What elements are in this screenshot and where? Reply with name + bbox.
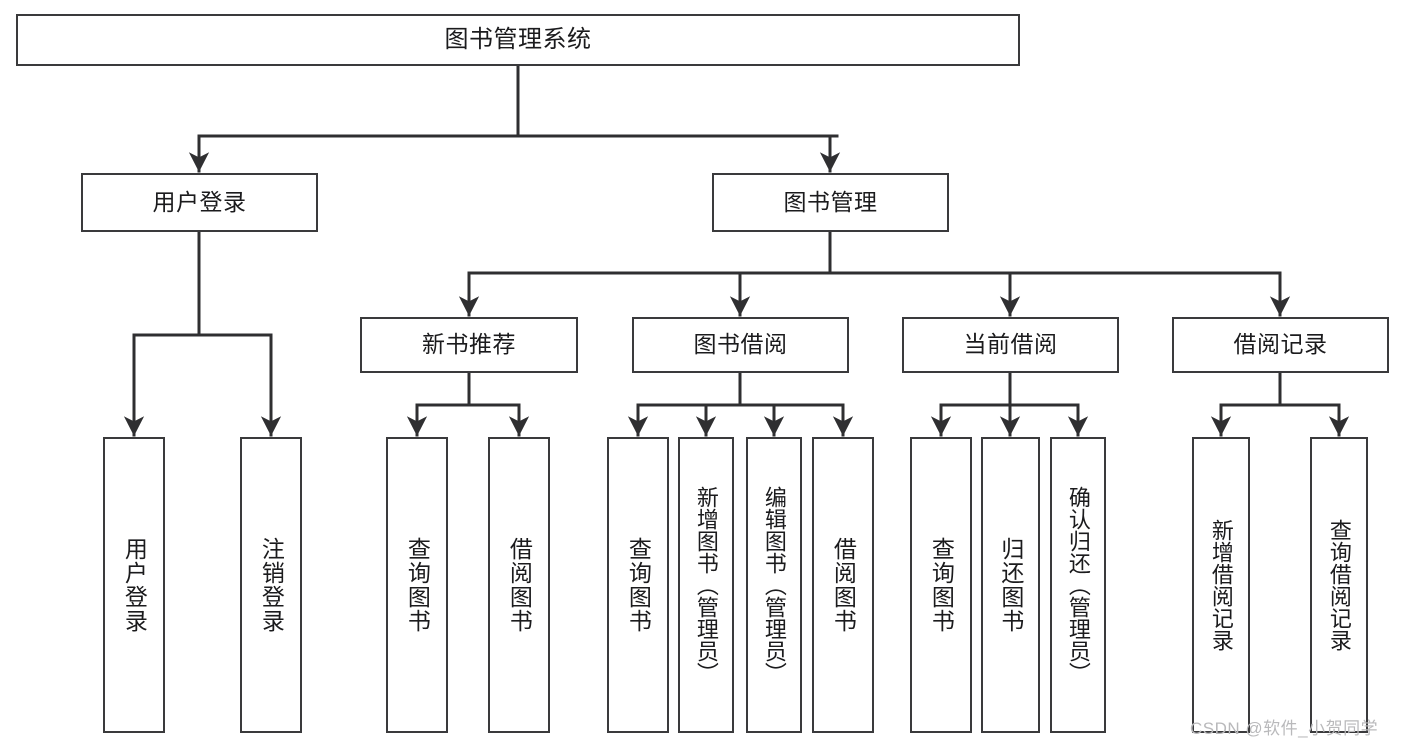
node-leaf-query-book-2-label: 查询图书 (625, 537, 652, 633)
node-borrow-record-label: 借阅记录 (1233, 331, 1328, 358)
node-leaf-add-book[interactable]: 新增图书（管理员） (678, 437, 734, 733)
node-leaf-return-book-label: 归还图书 (997, 537, 1024, 633)
node-root-system[interactable]: 图书管理系统 (16, 14, 1020, 66)
node-book-borrow[interactable]: 图书借阅 (632, 317, 849, 373)
node-leaf-query-book-1-label: 查询图书 (404, 537, 431, 633)
node-leaf-add-record-label: 新增借阅记录 (1208, 519, 1234, 651)
node-leaf-borrow-book-2[interactable]: 借阅图书 (812, 437, 874, 733)
node-leaf-borrow-book-2-label: 借阅图书 (830, 537, 857, 633)
node-borrow-record[interactable]: 借阅记录 (1172, 317, 1389, 373)
node-leaf-query-book-1[interactable]: 查询图书 (386, 437, 448, 733)
node-leaf-query-book-3[interactable]: 查询图书 (910, 437, 972, 733)
node-user-login[interactable]: 用户登录 (81, 173, 318, 232)
node-leaf-borrow-book-1-label: 借阅图书 (506, 537, 533, 633)
node-leaf-add-book-label: 新增图书（管理员） (693, 486, 719, 684)
node-leaf-add-record[interactable]: 新增借阅记录 (1192, 437, 1250, 733)
node-current-borrow-label: 当前借阅 (963, 331, 1058, 358)
node-leaf-logout-label: 注销登录 (258, 537, 285, 633)
node-leaf-confirm-return-label: 确认归还（管理员） (1065, 486, 1091, 684)
node-leaf-query-book-2[interactable]: 查询图书 (607, 437, 669, 733)
node-root-system-label: 图书管理系统 (444, 25, 592, 53)
node-leaf-confirm-return[interactable]: 确认归还（管理员） (1050, 437, 1106, 733)
node-new-book-recommend-label: 新书推荐 (422, 331, 516, 358)
node-leaf-edit-book-label: 编辑图书（管理员） (761, 486, 787, 684)
node-leaf-borrow-book-1[interactable]: 借阅图书 (488, 437, 550, 733)
node-leaf-query-record[interactable]: 查询借阅记录 (1310, 437, 1368, 733)
node-user-login-label: 用户登录 (152, 188, 247, 215)
node-new-book-recommend[interactable]: 新书推荐 (360, 317, 578, 373)
node-leaf-return-book[interactable]: 归还图书 (981, 437, 1040, 733)
node-leaf-edit-book[interactable]: 编辑图书（管理员） (746, 437, 802, 733)
node-leaf-user-login[interactable]: 用户登录 (103, 437, 165, 733)
node-leaf-query-book-3-label: 查询图书 (928, 537, 955, 633)
node-book-manage[interactable]: 图书管理 (712, 173, 949, 232)
node-book-borrow-label: 图书借阅 (693, 331, 788, 358)
node-leaf-logout[interactable]: 注销登录 (240, 437, 302, 733)
node-current-borrow[interactable]: 当前借阅 (902, 317, 1119, 373)
watermark-text: CSDN @软件_小贺同学 (1190, 719, 1379, 738)
node-book-manage-label: 图书管理 (783, 188, 878, 215)
node-leaf-user-login-label: 用户登录 (121, 537, 148, 633)
node-leaf-query-record-label: 查询借阅记录 (1326, 519, 1352, 651)
